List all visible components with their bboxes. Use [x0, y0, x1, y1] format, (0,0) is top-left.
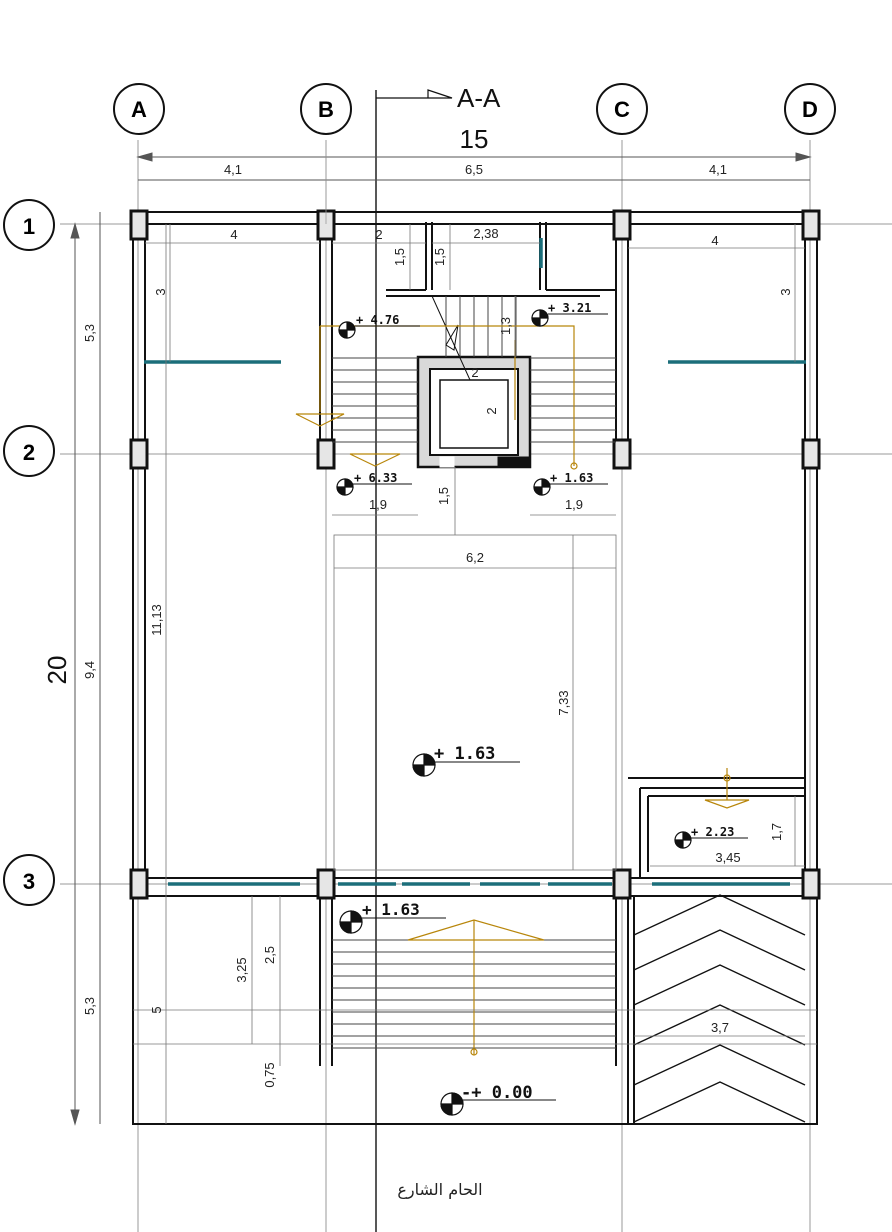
elevator-shaft — [416, 355, 532, 469]
axis-label-A: A — [131, 97, 147, 122]
street-label: الحام الشارع — [397, 1180, 482, 1200]
axis-label-2: 2 — [23, 440, 35, 465]
dim-guard-h: 1,7 — [769, 823, 784, 841]
level-163front: + 1.63 — [362, 900, 420, 919]
axis-bubble-D — [784, 83, 836, 135]
axis-label-C: C — [614, 97, 630, 122]
axis-bubble-3 — [3, 854, 55, 906]
level-symbols — [336, 309, 692, 1116]
dim-shaft-w: 2 — [471, 365, 478, 380]
column-D2 — [801, 438, 821, 470]
dim-front-5: 5 — [149, 1006, 164, 1013]
level-underlines — [353, 313, 748, 1101]
level-321: + 3.21 — [548, 301, 591, 315]
left-dim-2: 9,4 — [82, 661, 97, 679]
dim-guard-w: 3,45 — [715, 850, 740, 865]
overall-dimensions — [70, 152, 812, 1126]
overall-depth: 20 — [42, 656, 72, 685]
top-dim-2: 6,5 — [465, 162, 483, 177]
column-C3 — [612, 868, 632, 900]
dim-room-right-width: 4 — [711, 233, 718, 248]
dim-stair-top-w1: 2 — [375, 227, 382, 242]
axis-label-3: 3 — [23, 869, 35, 894]
dim-below-right: 1,9 — [565, 497, 583, 512]
top-dim-1: 4,1 — [224, 162, 242, 177]
column-D3 — [801, 868, 821, 900]
dim-front-0-75: 0,75 — [262, 1062, 277, 1087]
walls — [132, 211, 818, 1125]
level-163main: + 1.63 — [434, 744, 495, 764]
column-A2 — [129, 438, 149, 470]
dim-below-left: 1,9 — [369, 497, 387, 512]
left-dim-3: 5,3 — [82, 997, 97, 1015]
level-000: -+ 0.00 — [461, 1083, 533, 1103]
columns — [129, 209, 821, 900]
left-dim-1: 5,3 — [82, 324, 97, 342]
column-B3 — [316, 868, 336, 900]
dim-stair-top-w2: 2,38 — [473, 226, 498, 241]
axis-bubble-B — [300, 83, 352, 135]
dim-hall-depth: 7,33 — [556, 690, 571, 715]
level-symbol-476 — [338, 321, 356, 339]
column-B2 — [316, 438, 336, 470]
level-223: + 2.23 — [691, 825, 734, 839]
dim-below-mid: 1,5 — [436, 487, 451, 505]
dim-front-3-25: 3,25 — [234, 957, 249, 982]
axis-bubble-A — [113, 83, 165, 135]
level-633: + 6.33 — [354, 471, 397, 485]
axis-bubble-C — [596, 83, 648, 135]
dim-shaft-h: 2 — [484, 407, 499, 414]
dim-stair-top-h2: 1,5 — [432, 248, 447, 266]
dim-front-2-5: 2,5 — [262, 946, 277, 964]
axis-label-1: 1 — [23, 214, 35, 239]
dim-room-left-width: 4 — [230, 227, 237, 242]
level-476: + 4.76 — [356, 313, 399, 327]
axis-label-D: D — [802, 97, 818, 122]
grid-lines — [60, 140, 892, 1232]
dim-room-left-depth: 3 — [153, 288, 168, 295]
column-D1 — [801, 209, 821, 241]
level-symbol-000 — [440, 1092, 464, 1116]
level-symbol-633 — [336, 478, 354, 496]
windows — [144, 238, 806, 886]
axis-bubble-1 — [3, 199, 55, 251]
column-A3 — [129, 868, 149, 900]
level-symbol-321 — [531, 309, 549, 327]
section-arrow — [376, 89, 453, 99]
column-bubbles — [3, 83, 836, 906]
axis-bubble-2 — [3, 425, 55, 477]
stairs-main — [332, 295, 616, 443]
level-symbol-163a — [533, 478, 551, 496]
column-C1 — [612, 209, 632, 241]
column-C2 — [612, 438, 632, 470]
level-symbol-223 — [674, 831, 692, 849]
level-symbol-163front — [339, 910, 363, 934]
column-A1 — [129, 209, 149, 241]
dim-room-right-depth: 3 — [778, 288, 793, 295]
level-163a: + 1.63 — [550, 471, 593, 485]
dim-stair-h3: 1,3 — [498, 317, 513, 335]
axis-label-B: B — [318, 97, 334, 122]
section-marker: A-A — [457, 83, 501, 113]
dim-left-long: 11,13 — [149, 604, 164, 636]
overall-width: 15 — [460, 124, 489, 154]
top-dim-3: 4,1 — [709, 162, 727, 177]
ramp — [633, 894, 806, 1123]
level-symbol-163main — [412, 753, 436, 777]
dim-stair-top-h1: 1,5 — [392, 248, 407, 266]
dim-hall-width: 6,2 — [466, 550, 484, 565]
inner-dimension-lines — [133, 140, 817, 1124]
dim-ramp-width: 3,7 — [711, 1020, 729, 1035]
